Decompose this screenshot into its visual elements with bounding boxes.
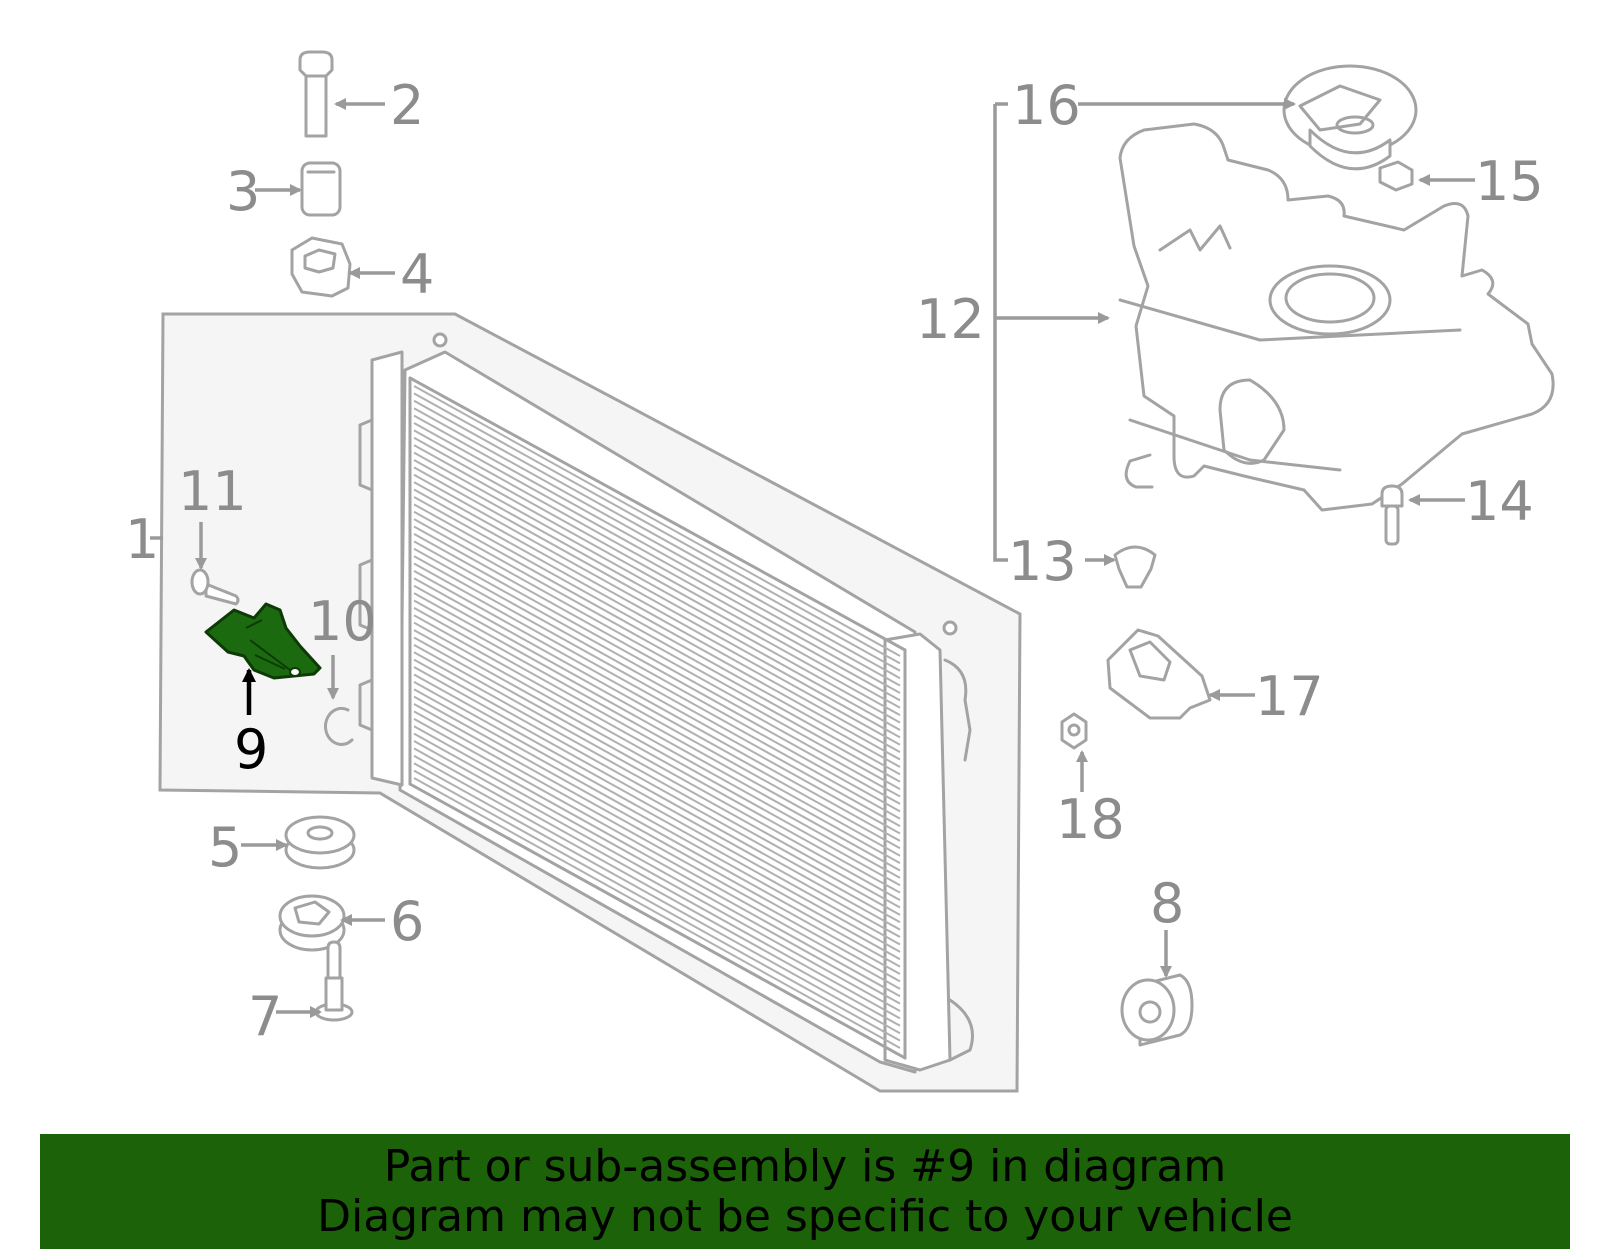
radiator-fin: [413, 518, 901, 791]
radiator-fin: [413, 385, 901, 657]
radiator-fin: [413, 555, 901, 827]
radiator-fin: [413, 577, 901, 850]
callout-14: 14: [1465, 470, 1534, 533]
radiator-fin: [413, 540, 901, 813]
part-15-nut: [1378, 160, 1414, 192]
radiator-fin: [413, 599, 901, 872]
info-banner: Part or sub-assembly is #9 in diagram Di…: [40, 1134, 1570, 1249]
radiator-fin: [413, 754, 901, 1027]
radiator-fin: [413, 769, 901, 1042]
part-7-bolt: [314, 940, 354, 1022]
part-13-clip: [1113, 545, 1157, 589]
radiator-fin: [413, 673, 901, 946]
part-9-bracket: [204, 602, 322, 680]
radiator-fin: [413, 510, 901, 783]
radiator-fin: [413, 562, 901, 835]
radiator-fin: [413, 570, 901, 842]
callout-9: 9: [234, 718, 268, 781]
banner-line-1: Part or sub-assembly is #9 in diagram: [383, 1141, 1227, 1192]
radiator-fin: [413, 651, 901, 924]
radiator-fin: [413, 629, 901, 901]
part-17-bracket: [1106, 628, 1212, 720]
part-12-reservoir: [1118, 122, 1555, 512]
radiator-fin: [413, 717, 901, 990]
radiator-fin: [413, 607, 901, 879]
radiator-fin: [413, 680, 901, 953]
part-4-bushing: [290, 236, 352, 298]
radiator-fin: [413, 392, 901, 665]
callout-6: 6: [390, 890, 424, 953]
radiator-fin: [413, 614, 901, 887]
banner-line-2: Diagram may not be specific to your vehi…: [317, 1191, 1293, 1242]
callout-8: 8: [1150, 872, 1184, 935]
radiator-fin: [413, 725, 901, 998]
callout-13: 13: [1008, 530, 1077, 593]
radiator-fin: [413, 740, 901, 1012]
radiator-fin: [413, 666, 901, 938]
radiator-fin: [413, 688, 901, 961]
radiator-fin: [413, 525, 901, 798]
part-5-mount: [284, 815, 356, 870]
radiator-fin: [413, 533, 901, 805]
callout-5: 5: [208, 816, 242, 879]
radiator-fin: [413, 732, 901, 1005]
radiator-fin: [413, 703, 901, 975]
part-2-pin: [298, 50, 334, 138]
radiator-fin: [413, 436, 901, 709]
callout-4: 4: [400, 243, 434, 306]
callout-12: 12: [916, 288, 985, 351]
radiator-fin: [413, 496, 901, 768]
radiator: [358, 332, 974, 1074]
radiator-fin: [413, 658, 901, 931]
radiator-fin: [413, 584, 901, 857]
radiator-fin: [413, 422, 901, 694]
callout-16: 16: [1012, 74, 1081, 137]
radiator-fin: [413, 451, 901, 724]
leader-lines: [150, 98, 1475, 1018]
radiator-fin: [413, 444, 901, 717]
callout-1: 1: [125, 508, 159, 571]
callout-11: 11: [178, 460, 247, 523]
radiator-fin: [413, 762, 901, 1035]
radiator-fin: [413, 710, 901, 983]
callout-2: 2: [390, 74, 424, 137]
part-11-screw: [190, 568, 240, 606]
radiator-fin: [413, 488, 901, 761]
callout-18: 18: [1056, 788, 1125, 851]
callout-17: 17: [1255, 665, 1324, 728]
part-3-clip: [300, 161, 342, 217]
radiator-fin: [413, 429, 901, 702]
radiator-fin: [413, 503, 901, 776]
callout-10: 10: [308, 590, 377, 653]
radiator-fin: [413, 473, 901, 746]
part-10-snap-ring: [323, 706, 354, 746]
callout-3: 3: [226, 160, 260, 223]
part-18-nut: [1060, 712, 1088, 750]
radiator-fin: [413, 407, 901, 680]
radiator-fin: [413, 481, 901, 754]
part-8-plug: [1120, 973, 1194, 1047]
part-16-cap: [1282, 64, 1418, 171]
radiator-fin: [413, 695, 901, 968]
radiator-fin: [413, 414, 901, 687]
part-14-bolt: [1380, 484, 1404, 546]
radiator-fin: [413, 466, 901, 739]
callout-15: 15: [1475, 150, 1544, 213]
radiator-fin: [413, 592, 901, 864]
callouts: 1 2 3 4 5 6 7 8 9 10 11 12 13 14 15 16 1…: [125, 74, 1544, 1048]
radiator-fin: [413, 747, 901, 1020]
callout-7: 7: [248, 985, 282, 1048]
radiator-fin: [413, 621, 901, 894]
radiator-fin: [413, 643, 901, 916]
radiator-fin: [413, 777, 901, 1049]
part-6-mount: [278, 894, 346, 952]
radiator-fin: [413, 547, 901, 820]
radiator-fin: [413, 459, 901, 731]
radiator-fin: [413, 399, 901, 672]
radiator-fin: [413, 636, 901, 909]
